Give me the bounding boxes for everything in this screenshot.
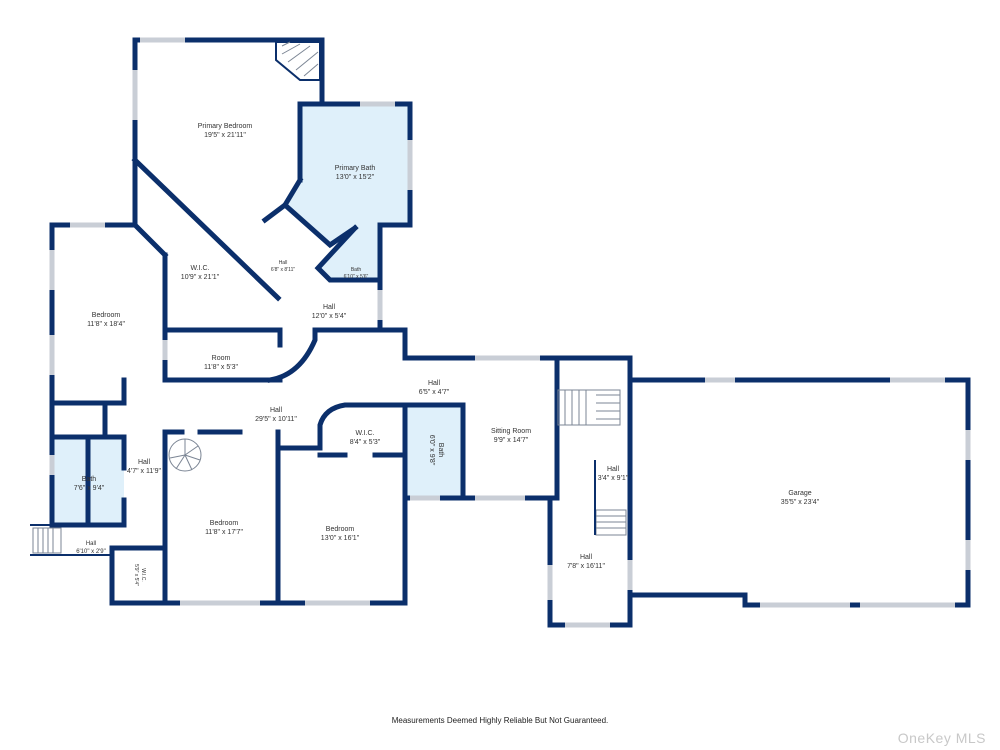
room-labels: Primary Bedroom 19'5" x 21'11" Primary B… (74, 123, 820, 586)
wic-upper-dims: 10'9" x 21'1" (181, 274, 220, 281)
bath-mid-dims: 6'0" x 9'8" (428, 435, 435, 466)
staircase-right (557, 389, 627, 536)
room-name: Room (212, 355, 231, 362)
hall-mid-name: Hall (428, 380, 441, 387)
bedroom-left-dims: 11'8" x 18'4" (87, 321, 125, 328)
fireplace-icon (275, 41, 321, 81)
bath-upper-fill (318, 228, 380, 280)
bedroom-lower-mid-name: Bedroom (326, 526, 355, 533)
hall-left-name: Hall (138, 459, 151, 466)
primary-bedroom-dims: 19'5" x 21'11" (204, 132, 246, 139)
garage-name: Garage (788, 490, 811, 497)
bedroom-lower-left-dims: 11'8" x 17'7" (205, 529, 243, 536)
windows (49, 37, 971, 628)
bedroom-left-name: Bedroom (92, 312, 121, 319)
spiral-stair (168, 438, 202, 472)
bath-mid-fill (405, 405, 463, 498)
hall-stair-dims: 3'4" x 9'1" (598, 475, 629, 482)
brand-watermark: OneKey MLS (897, 730, 986, 746)
wic-upper-name: W.I.C. (190, 265, 209, 272)
bath-upper-dims: 6'10" x 5'6" (344, 274, 369, 280)
hall-left-dims: 4'7" x 11'9" (127, 468, 161, 475)
bedroom-lower-mid-dims: 13'0" x 16'1" (321, 535, 360, 542)
wic-lower-dims: 5'9" x 5'4" (133, 564, 139, 586)
primary-bath-name: Primary Bath (335, 165, 376, 172)
hall-small-name: Hall (279, 260, 288, 266)
walls (30, 37, 971, 628)
hall-upper-name: Hall (323, 304, 336, 311)
primary-bath-dims: 13'0" x 15'2" (336, 174, 375, 181)
hall-mid-dims: 6'5" x 4'7" (419, 389, 450, 396)
hall-main-name: Hall (270, 407, 283, 414)
bath-mid-name: Bath (437, 443, 444, 458)
bath-left-name: Bath (82, 476, 97, 483)
hall-main-dims: 29'5" x 10'11" (255, 416, 297, 423)
measurement-disclaimer: Measurements Deemed Highly Reliable But … (391, 716, 609, 725)
bath-left-dims: 7'6" x 9'4" (74, 485, 105, 492)
hall-right-name: Hall (580, 554, 593, 561)
hall-upper-dims: 12'0" x 5'4" (312, 313, 347, 320)
wic-mid-name: W.I.C. (355, 430, 374, 437)
hall-entry-name: Hall (86, 541, 96, 547)
primary-bedroom-name: Primary Bedroom (198, 123, 253, 130)
hall-right-dims: 7'8" x 16'11" (567, 563, 605, 570)
primary-bath-fill (285, 104, 410, 245)
bedroom-lower-left-name: Bedroom (210, 520, 239, 527)
wic-mid-dims: 8'4" x 5'3" (350, 439, 381, 446)
hall-stair-name: Hall (607, 466, 620, 473)
sitting-room-name: Sitting Room (491, 428, 531, 435)
sitting-room-dims: 9'9" x 14'7" (494, 437, 529, 444)
garage-dims: 35'5" x 23'4" (781, 499, 820, 506)
wic-lower-name: W.I.C. (140, 568, 146, 582)
entry-steps (32, 527, 62, 554)
hall-entry-dims: 6'10" x 2'9" (76, 549, 106, 555)
room-dims: 11'8" x 5'3" (204, 364, 238, 371)
hall-small-dims: 6'8" x 8'11" (271, 267, 295, 273)
bath-upper-name: Bath (351, 267, 362, 273)
